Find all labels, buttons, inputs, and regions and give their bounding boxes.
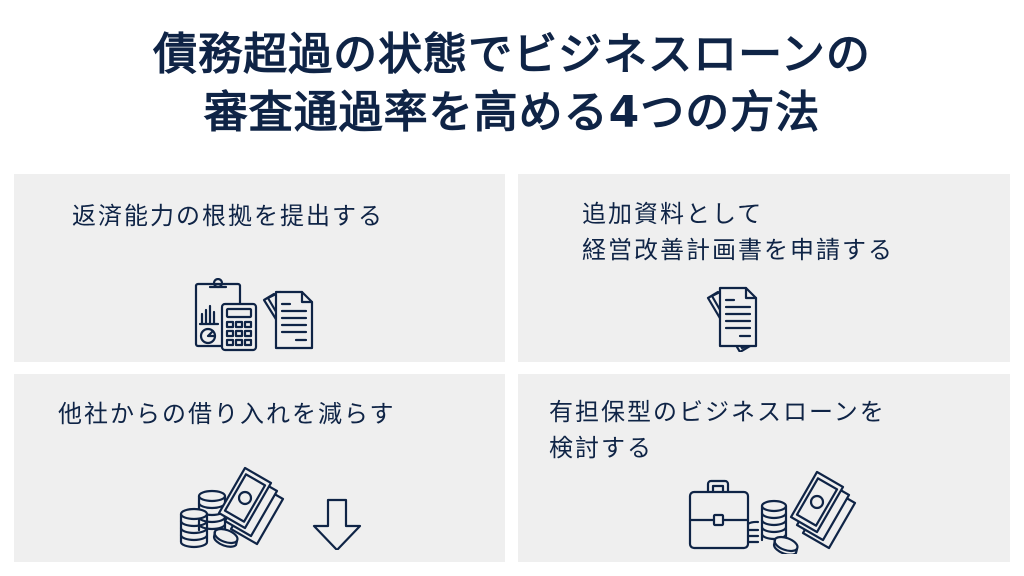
briefcase-icon (688, 479, 750, 550)
arrow-down-icon (312, 498, 362, 550)
banknotes-icon (789, 470, 857, 550)
card-reduce-borrowing: 他社からの借り入れを減らす (14, 374, 505, 562)
banknotes-icon (217, 466, 285, 546)
financial-documents-calculator-icon (194, 278, 324, 354)
page-title: 債務超過の状態でビジネスローンの 審査通過率を高める4つの方法 (0, 26, 1024, 142)
card-improvement-plan: 追加資料として 経営改善計画書を申請する (518, 174, 1010, 362)
card-secured-loan: 有担保型のビジネスローンを 検討する (518, 374, 1010, 562)
card-repayment-evidence: 返済能力の根拠を提出する (14, 174, 505, 362)
card-label-line: 追加資料として (582, 200, 764, 228)
card-label: 追加資料として 経営改善計画書を申請する (582, 196, 894, 268)
briefcase-money-icon (686, 470, 866, 554)
title-line-2: 審査通過率を高める4つの方法 (203, 87, 821, 138)
card-label-line: 有担保型のビジネスローンを (549, 398, 886, 426)
coin-stack-icon (746, 499, 799, 554)
card-label-line: 返済能力の根拠を提出する (72, 202, 384, 230)
card-label: 他社からの借り入れを減らす (58, 396, 396, 432)
card-label-line: 経営改善計画書を申請する (582, 236, 894, 264)
card-label: 有担保型のビジネスローンを 検討する (549, 394, 886, 466)
card-label-line: 他社からの借り入れを減らす (58, 400, 396, 428)
card-label-line: 検討する (549, 434, 653, 462)
title-line-1: 債務超過の状態でビジネスローンの (153, 29, 871, 80)
documents-icon (704, 284, 768, 352)
money-decrease-icon (166, 466, 366, 550)
card-label: 返済能力の根拠を提出する (72, 198, 384, 234)
